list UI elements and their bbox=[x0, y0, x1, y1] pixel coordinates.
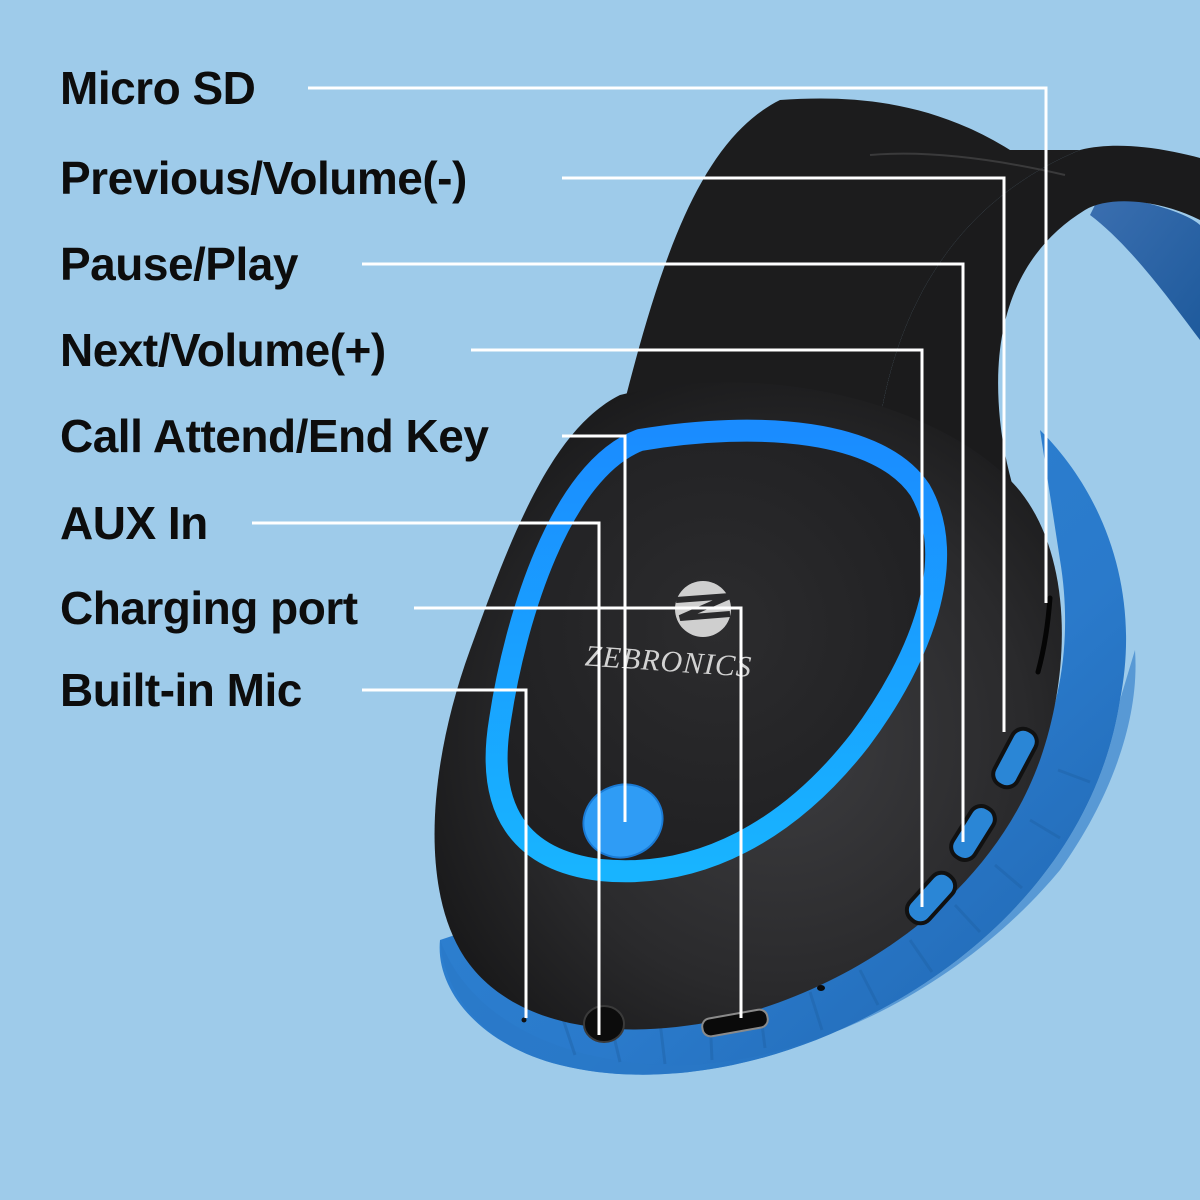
callout-line-built-in-mic bbox=[362, 688, 528, 1018]
ear-cushion bbox=[439, 430, 1127, 1075]
built-in-mic-hole bbox=[521, 1017, 527, 1023]
label-built-in-mic: Built-in Mic bbox=[60, 664, 302, 716]
label-pause-play: Pause/Play bbox=[60, 238, 298, 290]
headband-inner bbox=[1090, 195, 1200, 340]
callout-line-pause-play bbox=[362, 262, 965, 842]
callout-lines bbox=[252, 86, 1048, 1035]
aux-in-jack bbox=[583, 1005, 625, 1043]
label-previous-volume-down: Previous/Volume(-) bbox=[60, 152, 467, 204]
indicator-hole bbox=[817, 985, 825, 991]
callout-line-micro-sd bbox=[308, 86, 1048, 603]
label-next-volume-up: Next/Volume(+) bbox=[60, 324, 386, 376]
callout-line-call-key bbox=[562, 434, 627, 822]
charging-port-slot bbox=[701, 1008, 769, 1038]
label-aux-in: AUX In bbox=[60, 497, 208, 549]
callout-line-charging-port bbox=[414, 606, 743, 1018]
label-call-key: Call Attend/End Key bbox=[60, 410, 489, 462]
side-buttons bbox=[904, 726, 1039, 926]
callout-line-previous-volume-down bbox=[562, 176, 1006, 732]
micro-sd-slot bbox=[1035, 595, 1053, 675]
callout-line-aux-in bbox=[252, 521, 601, 1035]
call-button bbox=[582, 783, 664, 859]
label-charging-port: Charging port bbox=[60, 582, 358, 634]
callout-line-next-volume-up bbox=[471, 348, 924, 907]
previous-volume-down-button bbox=[991, 726, 1039, 790]
label-micro-sd: Micro SD bbox=[60, 62, 256, 114]
face-plate bbox=[496, 430, 937, 872]
